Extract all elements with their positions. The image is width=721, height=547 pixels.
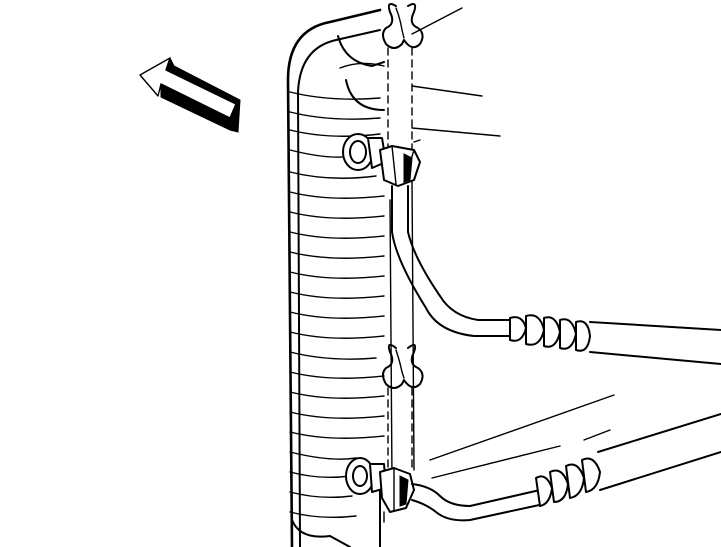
- lower-cooler-line: [411, 413, 721, 522]
- upper-retaining-clip: [382, 3, 424, 151]
- direction-arrow-icon: [139, 56, 241, 133]
- upper-cooler-line: [391, 185, 721, 365]
- upper-fitting: [342, 133, 421, 187]
- radiator-tank: [286, 8, 385, 547]
- radiator-fins: [289, 91, 385, 519]
- lower-fitting: [345, 457, 415, 523]
- frame-lines: [389, 7, 615, 481]
- lower-retaining-clip: [382, 343, 424, 469]
